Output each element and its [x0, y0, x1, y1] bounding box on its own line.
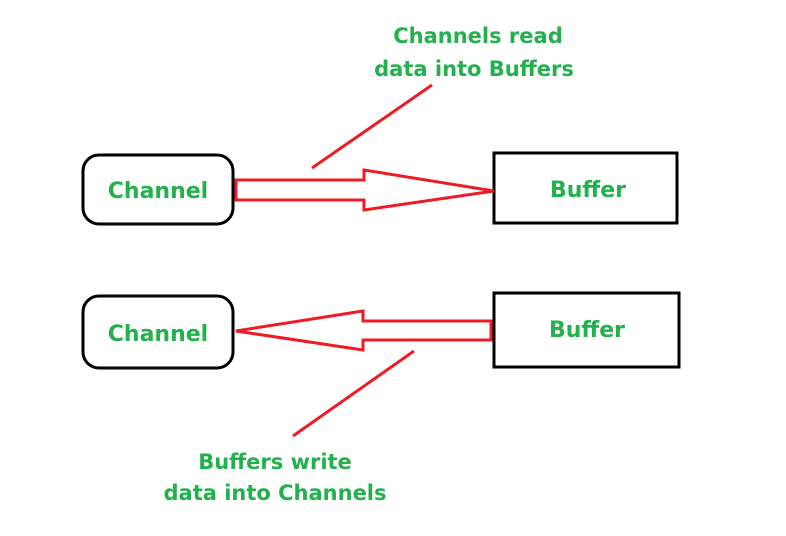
- top-buffer-label: Buffer: [550, 178, 626, 203]
- read-arrow: [234, 168, 495, 212]
- bottom-channel-label: Channel: [108, 322, 208, 347]
- read-note-line2: data into Buffers: [374, 57, 574, 81]
- bottom-buffer-label: Buffer: [549, 318, 625, 343]
- write-note-line2: data into Channels: [163, 481, 386, 505]
- top-flow: Channel Buffer Channels read data into B…: [81, 24, 679, 226]
- read-note-pointer: [311, 83, 433, 170]
- write-note-pointer: [292, 349, 415, 438]
- write-note-line1: Buffers write: [198, 450, 352, 474]
- top-buffer-box: [492, 151, 679, 225]
- top-channel-box: [81, 153, 235, 226]
- write-arrow: [235, 309, 493, 352]
- bottom-flow: Channel Buffer Buffers write data into C…: [81, 291, 681, 505]
- read-note-line1: Channels read: [393, 24, 563, 48]
- bottom-channel-box: [81, 294, 235, 370]
- bottom-buffer-box: [492, 291, 681, 369]
- top-channel-label: Channel: [108, 179, 208, 204]
